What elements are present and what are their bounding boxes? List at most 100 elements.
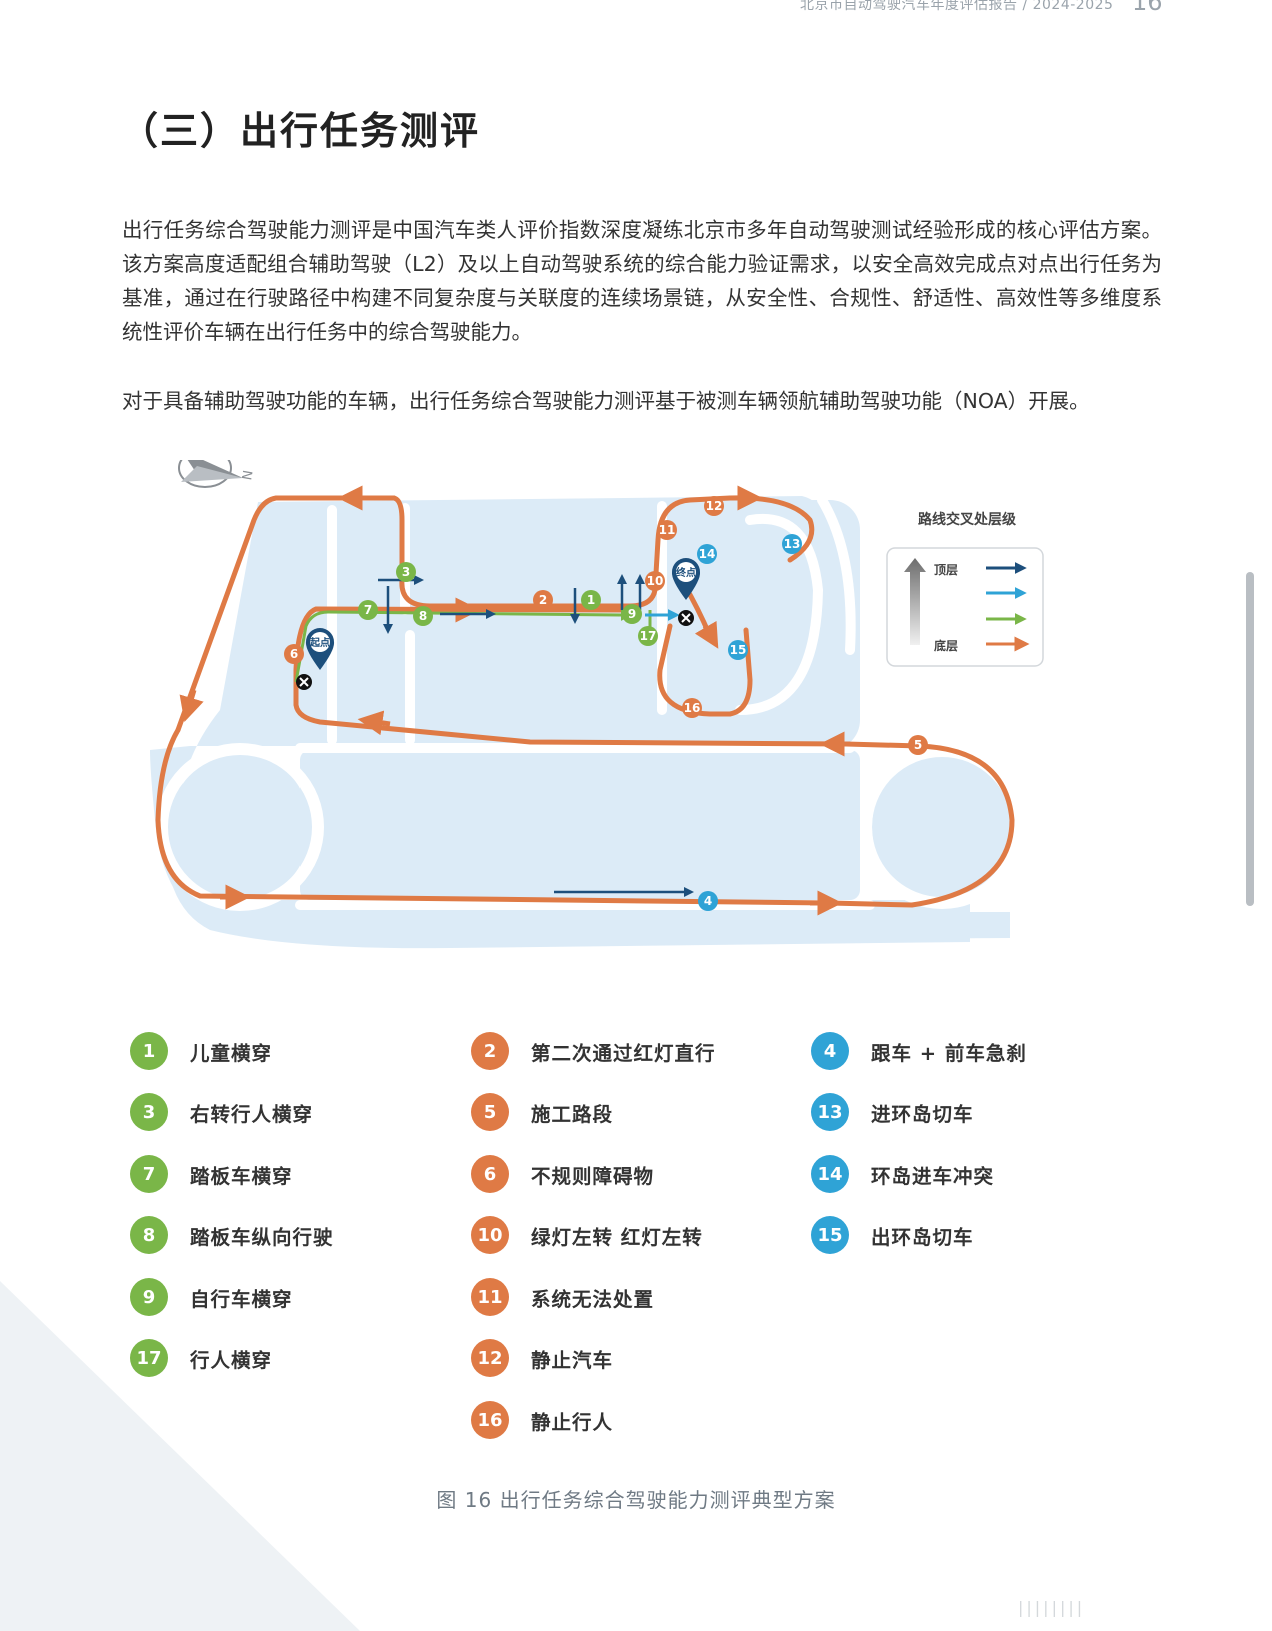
legend-number-badge: 17 bbox=[130, 1339, 168, 1377]
legend-label: 绿灯左转 红灯左转 bbox=[531, 1225, 703, 1249]
svg-text:5: 5 bbox=[914, 738, 922, 752]
start-label: 起点 bbox=[309, 636, 330, 649]
legend-number-badge: 12 bbox=[471, 1339, 509, 1377]
navy-route bbox=[378, 574, 694, 897]
svg-text:7: 7 bbox=[364, 603, 372, 617]
svg-text:3: 3 bbox=[402, 565, 410, 579]
legend-label: 环岛进车冲突 bbox=[871, 1164, 995, 1188]
end-label: 终点 bbox=[676, 566, 696, 579]
compass-icon: N bbox=[178, 460, 257, 488]
svg-text:12: 12 bbox=[706, 499, 723, 513]
compass-north-label: N bbox=[240, 469, 256, 481]
legend-number-badge: 4 bbox=[811, 1032, 849, 1070]
scenario-markers: 1 2 3 4 5 6 7 8 9 10 11 12 13 14 15 16 1… bbox=[284, 496, 928, 911]
legend-item: 17 行人横穿 bbox=[130, 1338, 272, 1378]
legend-label: 跟车 + 前车急刹 bbox=[871, 1041, 1027, 1065]
svg-text:15: 15 bbox=[730, 643, 747, 657]
legend-item: 1 儿童横穿 bbox=[130, 1031, 272, 1071]
layer-legend-title: 路线交叉处层级 bbox=[918, 511, 1017, 528]
intro-paragraph: 出行任务综合驾驶能力测评是中国汽车类人评价指数深度凝练北京市多年自动驾驶测试经验… bbox=[122, 218, 1162, 344]
running-header: 北京市自动驾驶汽车年度评估报告 / 2024-2025 bbox=[800, 0, 1114, 13]
legend-item: 5 施工路段 bbox=[471, 1092, 613, 1132]
legend-number-badge: 1 bbox=[130, 1032, 168, 1070]
legend-label: 系统无法处置 bbox=[531, 1287, 655, 1311]
legend-number-badge: 15 bbox=[811, 1216, 849, 1254]
legend-label: 不规则障碍物 bbox=[531, 1164, 655, 1188]
legend-item: 15 出环岛切车 bbox=[811, 1215, 974, 1255]
map-marker-8: 8 bbox=[413, 606, 433, 626]
svg-text:9: 9 bbox=[628, 607, 636, 621]
legend-number-badge: 9 bbox=[130, 1278, 168, 1316]
map-marker-12: 12 bbox=[704, 496, 724, 516]
legend-item: 10 绿灯左转 红灯左转 bbox=[471, 1215, 703, 1255]
figure-caption: 图 16 出行任务综合驾驶能力测评典型方案 bbox=[436, 1488, 836, 1512]
map-marker-10: 10 bbox=[645, 571, 665, 591]
map-marker-15: 15 bbox=[728, 640, 748, 660]
map-marker-1: 1 bbox=[581, 590, 601, 610]
map-marker-9: 9 bbox=[622, 604, 642, 624]
legend-number-badge: 14 bbox=[811, 1155, 849, 1193]
map-marker-7: 7 bbox=[358, 600, 378, 620]
svg-text:1: 1 bbox=[587, 593, 595, 607]
legend-number-badge: 3 bbox=[130, 1093, 168, 1131]
legend-number-badge: 11 bbox=[471, 1278, 509, 1316]
map-marker-17: 17 bbox=[638, 626, 658, 646]
legend-item: 14 环岛进车冲突 bbox=[811, 1154, 994, 1194]
legend-item: 9 自行车横穿 bbox=[130, 1277, 293, 1317]
svg-text:13: 13 bbox=[784, 537, 801, 551]
legend-item: 13 进环岛切车 bbox=[811, 1092, 974, 1132]
legend-label: 自行车横穿 bbox=[190, 1287, 293, 1311]
start-pin-icon: 起点 bbox=[305, 628, 335, 670]
route-direction-arrows bbox=[179, 485, 850, 916]
legend-item: 3 右转行人横穿 bbox=[130, 1092, 313, 1132]
legend-number-badge: 2 bbox=[471, 1032, 509, 1070]
start-cross-icon bbox=[296, 674, 312, 690]
legend-item: 12 静止汽车 bbox=[471, 1338, 613, 1378]
svg-text:11: 11 bbox=[659, 523, 676, 537]
legend-number-badge: 8 bbox=[130, 1216, 168, 1254]
legend-label: 右转行人横穿 bbox=[190, 1102, 314, 1126]
legend-item: 11 系统无法处置 bbox=[471, 1277, 654, 1317]
watermark: |||||||| bbox=[1018, 1598, 1086, 1617]
legend-label: 踏板车纵向行驶 bbox=[190, 1225, 334, 1249]
section-title: （三）出行任务测评 bbox=[120, 109, 481, 153]
end-pin-icon: 终点 bbox=[671, 558, 701, 600]
legend-number-badge: 13 bbox=[811, 1093, 849, 1131]
svg-text:2: 2 bbox=[539, 593, 547, 607]
end-cross-icon bbox=[678, 610, 694, 626]
noa-paragraph: 对于具备辅助驾驶功能的车辆，出行任务综合驾驶能力测评基于被测车辆领航辅助驾驶功能… bbox=[122, 389, 1090, 413]
legend-item: 4 跟车 + 前车急刹 bbox=[811, 1031, 1027, 1071]
legend-item: 16 静止行人 bbox=[471, 1400, 613, 1440]
svg-text:17: 17 bbox=[640, 629, 657, 643]
page-number: 16 bbox=[1132, 0, 1163, 16]
svg-text:8: 8 bbox=[419, 609, 427, 623]
legend-item: 8 踏板车纵向行驶 bbox=[130, 1215, 334, 1255]
legend-number-badge: 6 bbox=[471, 1155, 509, 1193]
svg-text:10: 10 bbox=[647, 574, 664, 588]
layer-bottom-label: 底层 bbox=[934, 638, 958, 653]
corner-decoration bbox=[0, 1281, 360, 1631]
legend-label: 进环岛切车 bbox=[871, 1102, 974, 1126]
legend-label: 静止汽车 bbox=[531, 1348, 614, 1372]
legend-item: 2 第二次通过红灯直行 bbox=[471, 1031, 716, 1071]
vertical-scrollbar[interactable] bbox=[1246, 572, 1254, 906]
legend-item: 6 不规则障碍物 bbox=[471, 1154, 654, 1194]
legend-item: 7 踏板车横穿 bbox=[130, 1154, 293, 1194]
map-marker-14: 14 bbox=[697, 544, 717, 564]
legend-label: 出环岛切车 bbox=[871, 1225, 974, 1249]
svg-text:16: 16 bbox=[684, 701, 701, 715]
legend-number-badge: 7 bbox=[130, 1155, 168, 1193]
legend-number-badge: 10 bbox=[471, 1216, 509, 1254]
map-marker-2: 2 bbox=[533, 590, 553, 610]
svg-text:14: 14 bbox=[699, 547, 716, 561]
legend-label: 踏板车横穿 bbox=[190, 1164, 293, 1188]
legend-label: 施工路段 bbox=[531, 1102, 614, 1126]
test-route-map: N bbox=[150, 460, 1044, 949]
legend-label: 行人横穿 bbox=[190, 1348, 273, 1372]
map-marker-13: 13 bbox=[782, 534, 802, 554]
layer-legend: 路线交叉处层级 顶层 底层 bbox=[886, 511, 1044, 667]
legend-label: 儿童横穿 bbox=[190, 1041, 273, 1065]
legend-number-badge: 16 bbox=[471, 1401, 509, 1439]
legend-label: 静止行人 bbox=[531, 1410, 614, 1434]
